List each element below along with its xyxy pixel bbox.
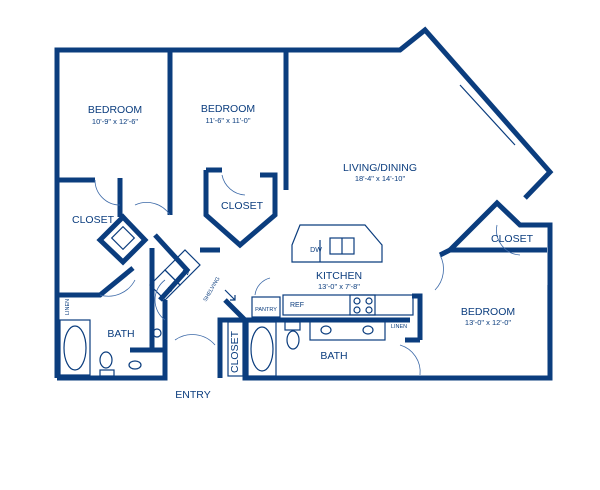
living-dining-dims: 18'-4" x 14'-10" (355, 174, 406, 183)
entry-label: ENTRY (175, 389, 210, 401)
shelving-arrow-icon (224, 289, 236, 301)
bath-fixtures (59, 319, 386, 377)
bedroom1-label: BEDROOM (88, 104, 142, 116)
kitchen-counter (251, 294, 414, 318)
doors (94, 174, 521, 376)
dryer-label: D (167, 287, 172, 294)
living-dining-label: LIVING/DINING (343, 162, 417, 174)
closet1-label: CLOSET (72, 214, 115, 226)
closet4-label: CLOSET (229, 330, 241, 373)
bedroom2-dims: 11'-6" x 11'-0" (205, 116, 250, 125)
linen2-label: LINEN (391, 324, 407, 330)
exterior-walls (54, 26, 554, 381)
bath2-label: BATH (320, 350, 347, 362)
pantry-label: PANTRY (255, 307, 277, 313)
bedroom3-label: BEDROOM (461, 306, 515, 318)
bedroom3-dims: 13'-0" x 12'-0" (465, 318, 511, 327)
closet2-label: CLOSET (221, 200, 264, 212)
washer-label: W (183, 270, 190, 277)
linen1-label: LINEN (65, 299, 71, 315)
kitchen-dims: 13'-0" x 7'-8" (318, 282, 360, 291)
windows (459, 84, 549, 350)
bedroom1-dims: 10'-9" x 12'-6" (92, 117, 138, 126)
closet3-label: CLOSET (491, 233, 534, 245)
bedroom2-label: BEDROOM (201, 103, 255, 115)
mech-label: MECH (124, 246, 140, 262)
bath1-label: BATH (107, 328, 134, 340)
shelving-label: SHELVING (203, 276, 222, 303)
washer-dryer (110, 225, 201, 301)
kitchen-island (291, 224, 383, 263)
ref-label: REF (290, 302, 304, 309)
kitchen-label: KITCHEN (316, 270, 362, 282)
dishwasher-label: DW (310, 247, 322, 254)
